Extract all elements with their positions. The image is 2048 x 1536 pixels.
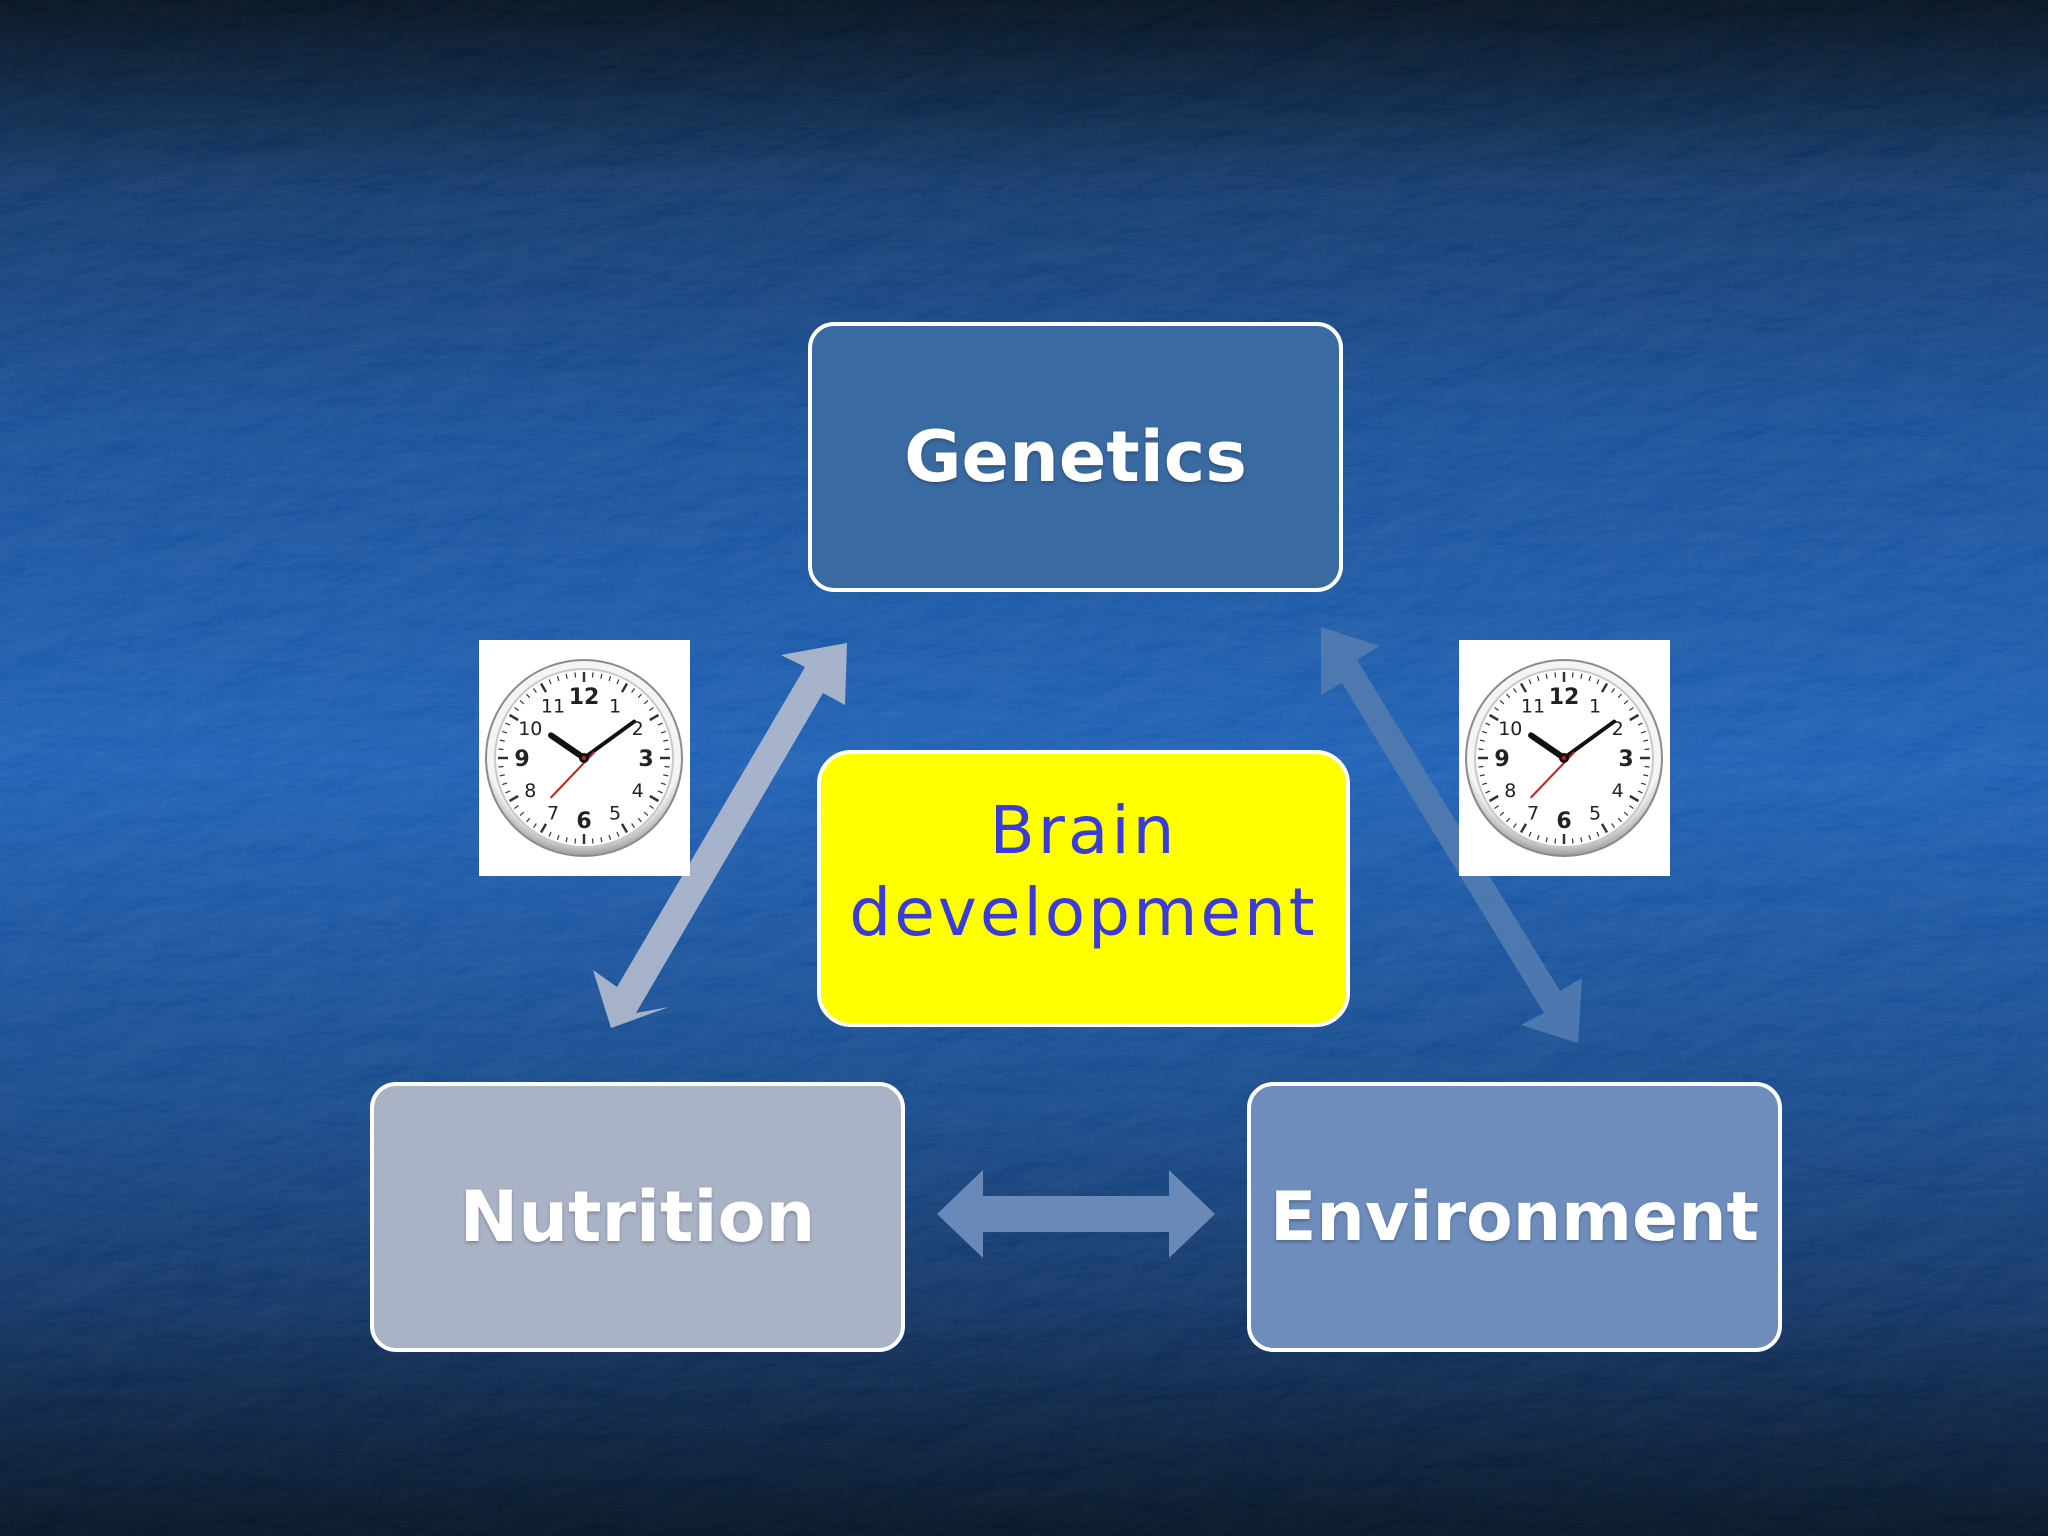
clock-numeral: 5 <box>1589 803 1601 825</box>
environment-label: Environment <box>1269 1177 1760 1257</box>
clock-numeral: 3 <box>1618 747 1633 772</box>
clock-numeral: 11 <box>1521 695 1545 717</box>
clock-numeral: 12 <box>569 685 600 710</box>
clock-numeral: 7 <box>1527 803 1539 825</box>
environment-box: Environment <box>1247 1082 1782 1352</box>
clock-numeral: 7 <box>547 803 559 825</box>
clock-numeral: 1 <box>1589 695 1601 717</box>
brain-label-line1: Brain <box>989 792 1178 869</box>
clock-numeral: 6 <box>576 809 591 834</box>
clock-numeral: 9 <box>1494 747 1509 772</box>
clock-numeral: 4 <box>1612 780 1624 802</box>
clock-numeral: 10 <box>518 718 542 740</box>
clock-numeral: 4 <box>632 780 644 802</box>
clock-numeral: 9 <box>514 747 529 772</box>
clock-numeral: 8 <box>524 780 536 802</box>
clock-numeral: 12 <box>1549 685 1580 710</box>
clock-numeral: 1 <box>609 695 621 717</box>
brain-development-box: Brain development <box>817 750 1350 1027</box>
nutrition-label: Nutrition <box>459 1176 816 1258</box>
clock-numeral: 11 <box>541 695 565 717</box>
clock-numeral: 6 <box>1556 809 1571 834</box>
clock-numeral: 10 <box>1498 718 1522 740</box>
clock-numeral: 3 <box>638 747 653 772</box>
genetics-box: Genetics <box>808 322 1343 592</box>
clock-numeral: 8 <box>1504 780 1516 802</box>
genetics-label: Genetics <box>904 416 1247 498</box>
clock-numeral: 5 <box>609 803 621 825</box>
nutrition-box: Nutrition <box>370 1082 905 1352</box>
brain-label-line2: development <box>849 874 1318 951</box>
